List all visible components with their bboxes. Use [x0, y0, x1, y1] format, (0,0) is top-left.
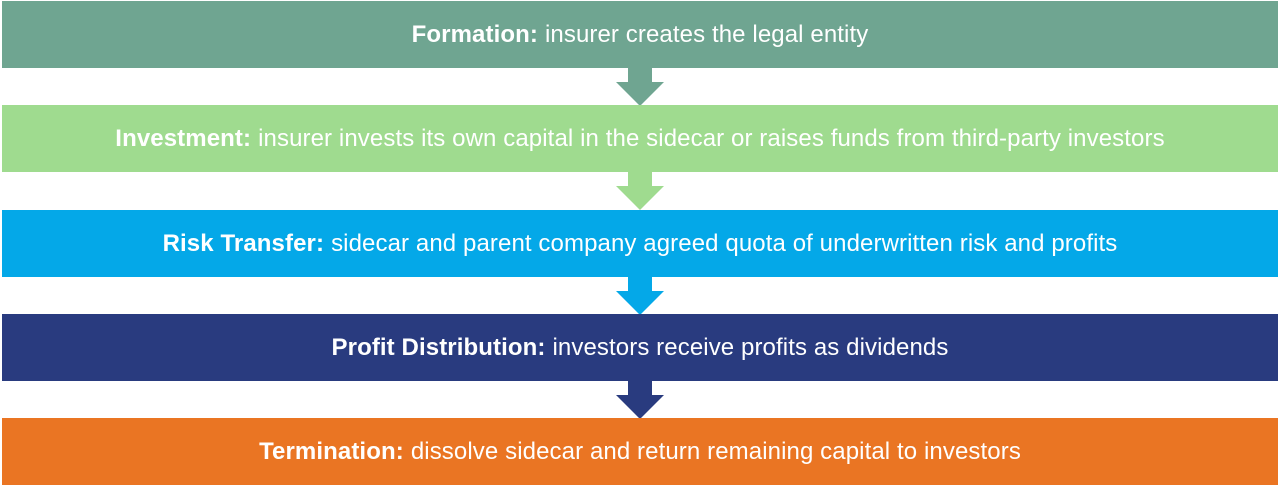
arrow-shape [616, 277, 664, 315]
arrow-shape [616, 68, 664, 106]
arrow-down-icon [616, 277, 664, 315]
arrow-down-icon [616, 381, 664, 419]
step-description: insurer creates the legal entity [544, 20, 869, 48]
step-description: investors receive profits as dividends [552, 333, 949, 361]
step-title: Investment: [115, 124, 252, 152]
step-title: Formation: [411, 20, 538, 48]
arrow-shape [616, 172, 664, 210]
step-title: Termination: [259, 437, 404, 465]
step-description: dissolve sidecar and return remaining ca… [410, 437, 1021, 465]
step-formation: Formation: insurer creates the legal ent… [2, 1, 1278, 68]
step-description: insurer invests its own capital in the s… [258, 124, 1165, 152]
arrow-down-icon [616, 68, 664, 106]
step-risk-transfer: Risk Transfer: sidecar and parent compan… [2, 210, 1278, 277]
arrow-down-icon [616, 68, 664, 106]
step-description: sidecar and parent company agreed quota … [331, 229, 1118, 257]
step-investment: Investment: insurer invests its own capi… [2, 105, 1278, 172]
arrow-down-icon [616, 277, 664, 315]
step-title: Profit Distribution: [331, 333, 546, 361]
arrow-down-icon [616, 172, 664, 210]
arrow-down-icon [616, 381, 664, 419]
arrow-down-icon [616, 172, 664, 210]
step-title: Risk Transfer: [162, 229, 325, 257]
step-termination: Termination: dissolve sidecar and return… [2, 418, 1278, 485]
step-profit-distribution: Profit Distribution: investors receive p… [2, 314, 1278, 381]
arrow-shape [616, 381, 664, 419]
